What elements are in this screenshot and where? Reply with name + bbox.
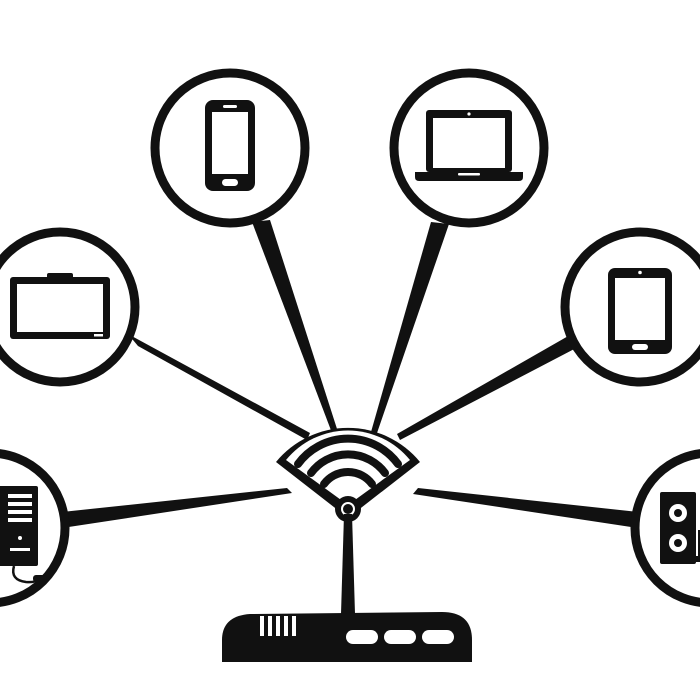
smartphone-icon bbox=[205, 100, 255, 191]
device-desktop bbox=[0, 449, 70, 607]
desktop-tower-icon bbox=[0, 486, 47, 584]
connector-tablet bbox=[397, 335, 580, 440]
router-antenna bbox=[341, 514, 355, 614]
device-speakers bbox=[630, 449, 700, 607]
device-laptop bbox=[389, 68, 549, 228]
connector-speakers bbox=[413, 488, 638, 528]
router-icon bbox=[222, 514, 472, 662]
device-smartphone bbox=[150, 68, 310, 228]
wifi-signal-icon bbox=[276, 427, 420, 522]
connector-smartphone bbox=[252, 220, 338, 433]
connector-laptop bbox=[371, 222, 449, 433]
connector-monitor bbox=[128, 334, 310, 440]
tablet-icon bbox=[608, 268, 672, 354]
device-monitor bbox=[0, 227, 140, 387]
device-tablet bbox=[560, 227, 700, 387]
connector-desktop bbox=[62, 488, 292, 528]
laptop-icon bbox=[415, 110, 523, 181]
connectors bbox=[62, 220, 638, 528]
monitor-icon bbox=[10, 273, 110, 339]
speaker-icon bbox=[660, 492, 700, 564]
